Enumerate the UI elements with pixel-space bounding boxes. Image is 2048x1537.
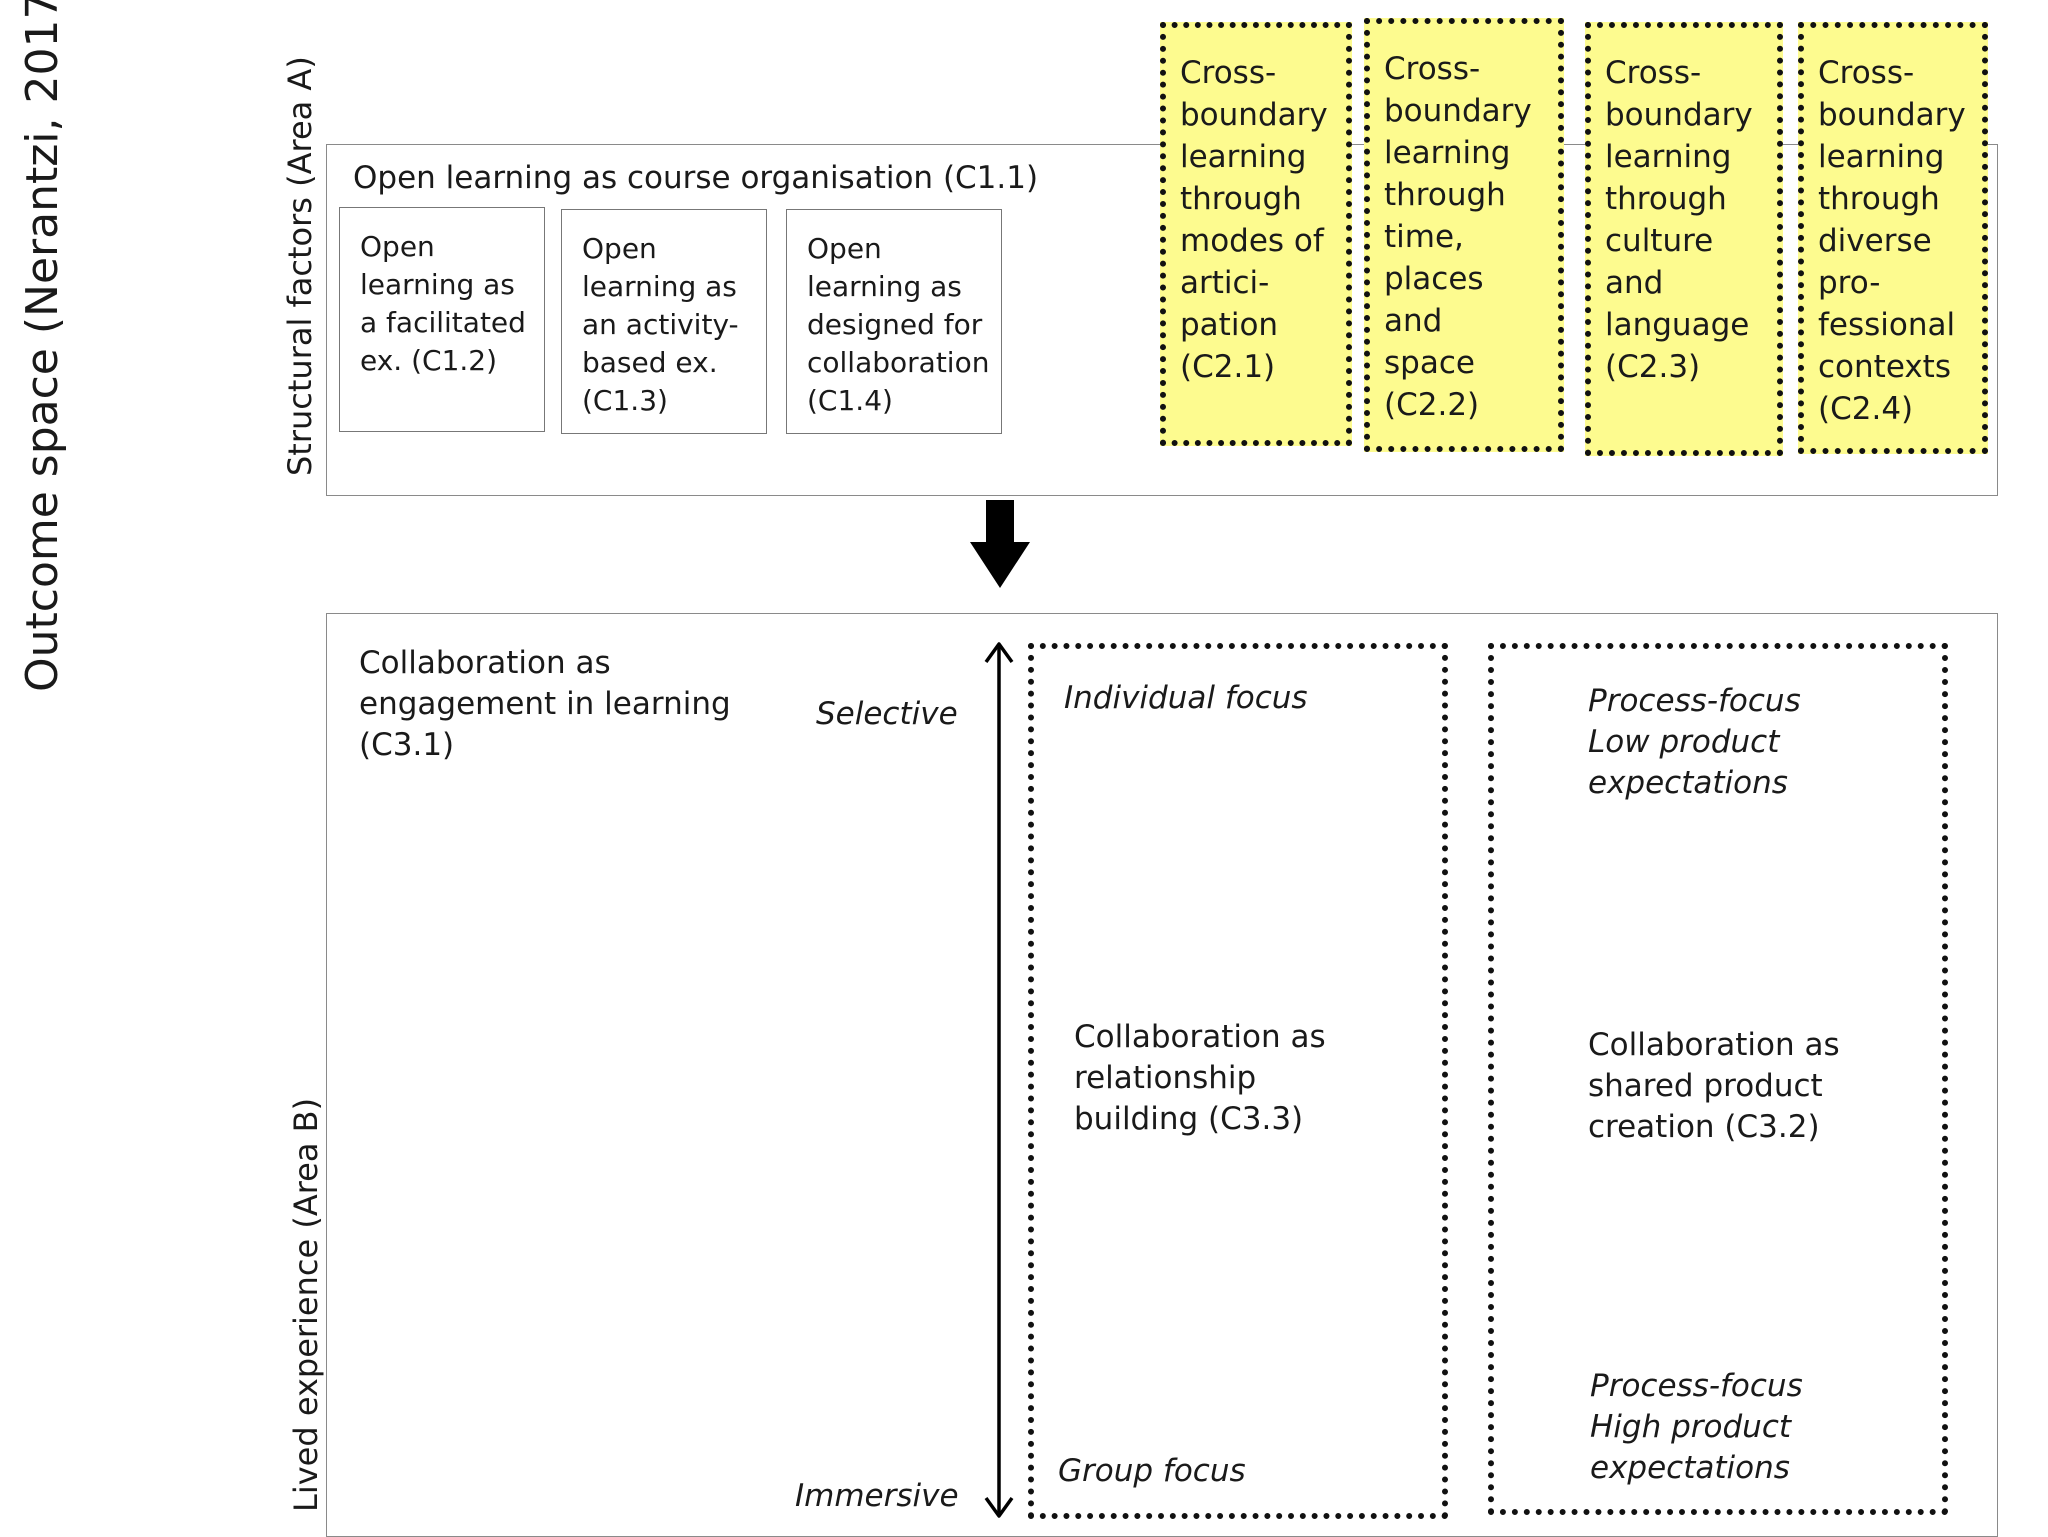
engagement-text: Collaboration as engagement in learning …: [359, 645, 731, 763]
relationship-dotted-box: [1028, 643, 1448, 1519]
open-learning-collaboration-box: Open learning as designed for collaborat…: [786, 209, 1002, 434]
area-b-label: Lived experience (Area B): [287, 1097, 325, 1512]
axis-top-label: Selective: [816, 696, 958, 732]
selective-immersive-axis: [984, 642, 1014, 1518]
axis-bottom-label: Immersive: [795, 1478, 959, 1514]
cross-boundary-participation-note: Cross- boundary learning through modes o…: [1160, 22, 1352, 446]
down-arrow-icon: [970, 500, 1030, 588]
process-high-expectations: Process-focus High product expectations: [1590, 1368, 1803, 1486]
course-organisation-title: Open learning as course organisation (C1…: [353, 160, 1039, 196]
outcome-space-label: Outcome space (Nerantzi, 2017): [17, 0, 68, 692]
shared-product-dotted-box: [1488, 643, 1948, 1515]
open-learning-activity-box: Open learning as an activity- based ex. …: [561, 209, 767, 434]
individual-focus-label: Individual focus: [1064, 680, 1308, 716]
area-b-panel: [326, 613, 1998, 1537]
process-low-expectations: Process-focus Low product expectations: [1588, 683, 1801, 801]
open-learning-facilitated-box: Open learning as a facilitated ex. (C1.2…: [339, 207, 545, 432]
area-a-label: Structural factors (Area A): [281, 56, 319, 476]
cross-boundary-professional-note: Cross- boundary learning through diverse…: [1798, 22, 1988, 454]
cross-boundary-time-note: Cross- boundary learning through time, p…: [1364, 18, 1564, 452]
shared-product-creation-text: Collaboration as shared product creation…: [1588, 1027, 1840, 1145]
group-focus-label: Group focus: [1058, 1453, 1246, 1489]
relationship-building-text: Collaboration as relationship building (…: [1074, 1019, 1326, 1137]
cross-boundary-culture-note: Cross- boundary learning through culture…: [1585, 22, 1783, 456]
